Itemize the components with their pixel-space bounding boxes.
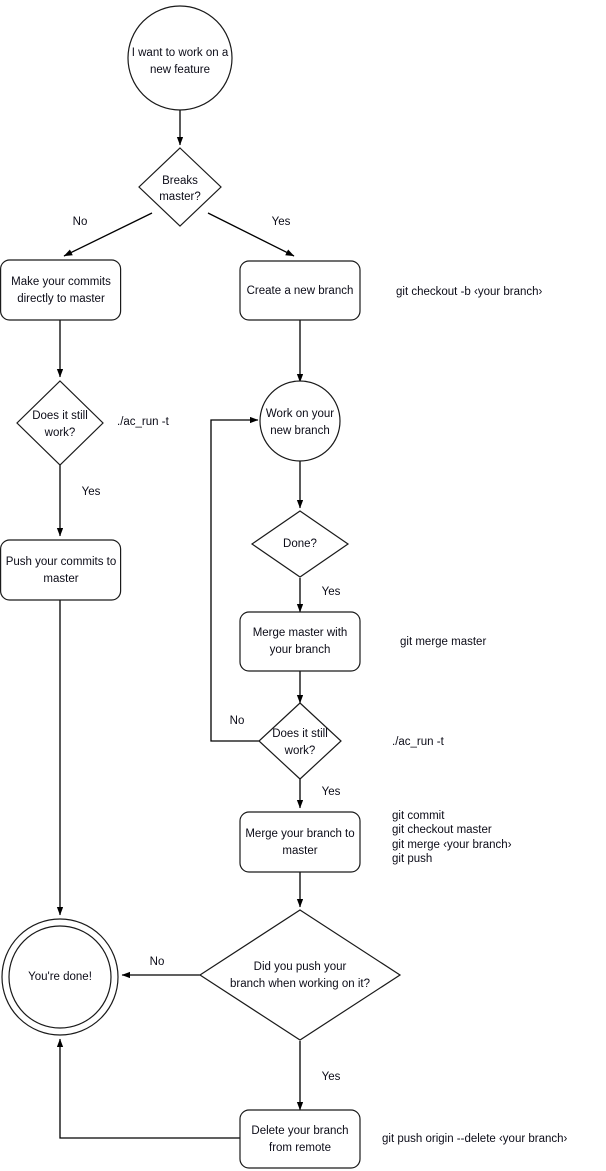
annotation-merge-master-command: git merge master: [400, 636, 486, 648]
node-does-it-work-left-label-line2: work?: [44, 427, 76, 439]
node-did-you-push-label-line2: branch when working on it?: [230, 978, 370, 990]
create-branch-box: [239, 260, 361, 321]
make-commits-box: [0, 259, 122, 321]
does-it-work-right-diamond: [258, 702, 342, 780]
node-push-commits-label-line1: Push your commits to: [6, 556, 117, 568]
edge-label-breaks-no: No: [73, 216, 88, 228]
annotation-merge-branch-command-line4: git push: [392, 853, 432, 865]
node-push-commits[interactable]: Push your commits to master: [0, 539, 122, 601]
node-does-it-work-right[interactable]: Does it still work?: [258, 702, 342, 780]
node-breaks-master-label-line1: Breaks: [162, 175, 198, 187]
annotation-ac-run-right: ./ac_run -t: [392, 736, 445, 748]
node-merge-master-label-line1: Merge master with: [253, 627, 348, 639]
node-delete-branch-label-line2: from remote: [269, 1142, 331, 1154]
node-merge-master-label-line2: your branch: [270, 644, 331, 656]
done-question-diamond: [250, 510, 350, 578]
node-merge-master[interactable]: Merge master with your branch: [239, 611, 361, 672]
annotation-merge-branch-command-line1: git commit: [392, 810, 445, 822]
node-did-you-push-label-line1: Did you push your: [254, 961, 347, 973]
node-create-branch-label: Create a new branch: [247, 285, 354, 297]
edge-breaks-yes: [207, 212, 295, 257]
node-start[interactable]: I want to work on a new feature: [127, 5, 233, 111]
command-annotations: git checkout -b ‹your branch› ./ac_run -…: [117, 286, 568, 1145]
edge-doeswork-right-no-loop: [210, 416, 260, 742]
push-commits-box: [0, 539, 122, 601]
delete-branch-box: [239, 1109, 361, 1169]
edge-deletebranch-to-done: [56, 1038, 240, 1139]
did-you-push-diamond: [198, 909, 402, 1041]
node-done-question-label: Done?: [283, 538, 317, 550]
annotation-create-branch-command: git checkout -b ‹your branch›: [396, 286, 543, 298]
edge-labels: No Yes Yes Yes No Yes No Yes: [73, 216, 341, 1083]
annotation-ac-run-left: ./ac_run -t: [117, 416, 170, 428]
youre-done-inner-circle: [8, 925, 112, 1029]
node-work-on-branch-label-line1: Work on your: [266, 408, 334, 420]
node-youre-done-label: You're done!: [28, 971, 92, 983]
node-does-it-work-left-label-line1: Does it still: [32, 410, 88, 422]
annotation-merge-branch-command-line2: git checkout master: [392, 824, 492, 836]
start-circle: [127, 5, 233, 111]
edge-label-breaks-yes: Yes: [272, 216, 291, 228]
node-did-you-push[interactable]: Did you push your branch when working on…: [198, 909, 402, 1041]
edge-label-does-it-work-left-yes: Yes: [82, 486, 101, 498]
breaks-master-diamond: [138, 147, 222, 227]
annotation-delete-branch-command: git push origin --delete ‹your branch›: [382, 1133, 568, 1145]
node-breaks-master-label-line2: master?: [159, 191, 201, 203]
merge-master-box: [239, 611, 361, 672]
edge-label-does-it-work-right-no: No: [230, 715, 245, 727]
annotation-merge-branch-command-line3: git merge ‹your branch›: [392, 839, 512, 851]
node-start-label-line2: new feature: [150, 64, 210, 76]
edge-label-did-you-push-yes: Yes: [322, 1071, 341, 1083]
edge-label-done-yes: Yes: [322, 586, 341, 598]
node-delete-branch[interactable]: Delete your branch from remote: [239, 1109, 361, 1169]
node-merge-branch-label-line1: Merge your branch to: [245, 828, 354, 840]
node-push-commits-label-line2: master: [43, 573, 78, 585]
work-on-branch-circle: [259, 380, 341, 462]
node-done-question[interactable]: Done?: [250, 510, 350, 578]
edge-label-did-you-push-no: No: [150, 956, 165, 968]
node-work-on-branch[interactable]: Work on your new branch: [259, 380, 341, 462]
node-merge-branch[interactable]: Merge your branch to master: [239, 811, 361, 873]
node-make-commits[interactable]: Make your commits directly to master: [0, 259, 122, 321]
node-make-commits-label-line2: directly to master: [17, 293, 105, 305]
edge-breaks-no: [63, 212, 153, 257]
node-work-on-branch-label-line2: new branch: [270, 425, 329, 437]
node-make-commits-label-line1: Make your commits: [11, 276, 111, 288]
edge-label-does-it-work-right-yes: Yes: [322, 786, 341, 798]
connectors: [56, 110, 304, 1139]
node-delete-branch-label-line1: Delete your branch: [251, 1125, 348, 1137]
node-does-it-work-left[interactable]: Does it still work?: [16, 380, 104, 466]
merge-branch-box: [239, 811, 361, 873]
does-it-work-left-diamond: [16, 380, 104, 466]
node-does-it-work-right-label-line2: work?: [284, 745, 316, 757]
node-merge-branch-label-line2: master: [282, 845, 317, 857]
node-create-branch[interactable]: Create a new branch: [239, 260, 361, 321]
node-does-it-work-right-label-line1: Does it still: [272, 728, 328, 740]
node-start-label-line1: I want to work on a: [132, 47, 229, 59]
node-breaks-master[interactable]: Breaks master?: [138, 147, 222, 227]
node-youre-done[interactable]: You're done!: [1, 918, 119, 1036]
